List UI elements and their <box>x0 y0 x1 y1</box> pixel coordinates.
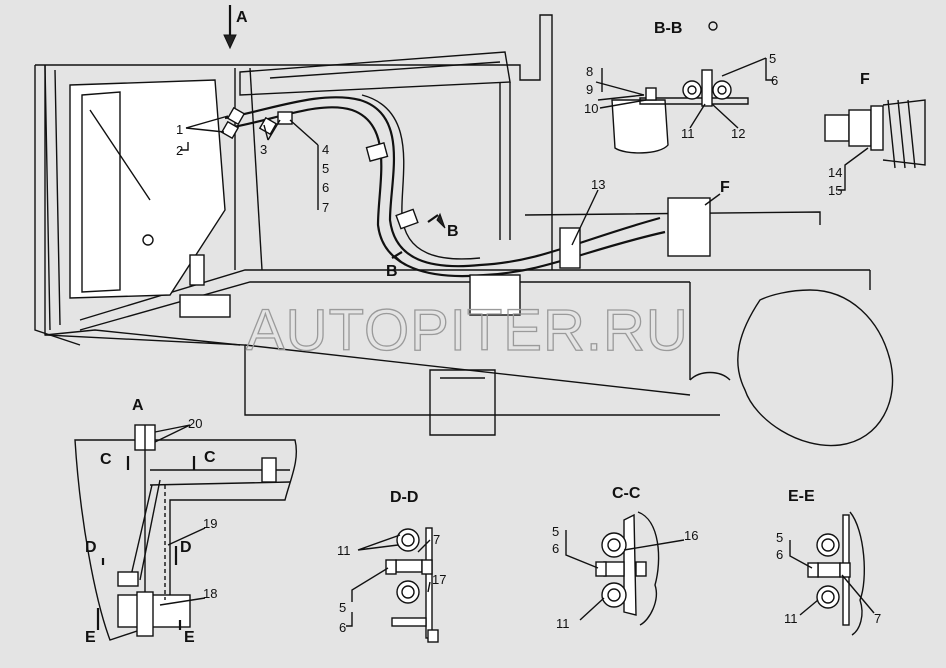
callout-5: 5 <box>339 600 346 615</box>
callout-5: 5 <box>769 51 776 66</box>
section-ee-title: E-E <box>788 488 815 505</box>
callout-9: 9 <box>586 82 593 97</box>
callout-5: 5 <box>776 530 783 545</box>
section-bb-title: B-B <box>654 20 682 37</box>
callout-11: 11 <box>337 543 351 558</box>
section-dd-drawing <box>346 527 439 643</box>
callout-6: 6 <box>322 180 329 195</box>
section-mark-e: E <box>184 629 195 646</box>
detail-f-drawing <box>824 99 926 191</box>
callout-6: 6 <box>552 541 559 556</box>
callout-7: 7 <box>322 200 329 215</box>
callout-8: 8 <box>586 64 593 79</box>
machine-main-view <box>34 5 894 447</box>
callout-11: 11 <box>556 616 570 631</box>
detail-f-marker: F <box>720 179 730 196</box>
callout-11: 11 <box>784 611 798 626</box>
view-a-drawing <box>74 424 297 641</box>
callout-17: 17 <box>432 572 446 587</box>
section-mark-e: E <box>85 629 96 646</box>
section-mark-b: B <box>386 263 398 280</box>
callout-6: 6 <box>339 620 346 635</box>
section-mark-d: D <box>85 539 97 556</box>
callout-7: 7 <box>874 611 881 626</box>
callout-20: 20 <box>188 416 202 431</box>
callout-3: 3 <box>260 142 267 157</box>
callout-11: 11 <box>681 126 695 141</box>
callout-15: 15 <box>828 183 842 198</box>
callout-5: 5 <box>322 161 329 176</box>
callout-2: 2 <box>176 143 183 158</box>
callout-13: 13 <box>591 177 605 192</box>
callout-10: 10 <box>584 101 598 116</box>
callout-1: 1 <box>176 122 183 137</box>
section-mark-b: B <box>447 223 459 240</box>
callout-7: 7 <box>433 532 440 547</box>
section-bb-drawing <box>595 21 774 154</box>
view-a-title: A <box>132 397 144 414</box>
callout-16: 16 <box>684 528 698 543</box>
callout-19: 19 <box>203 516 217 531</box>
detail-f-title: F <box>860 71 870 88</box>
callout-4: 4 <box>322 142 329 157</box>
section-dd-title: D-D <box>390 489 418 506</box>
callout-14: 14 <box>828 165 842 180</box>
section-ee-drawing <box>789 511 875 636</box>
watermark: AUTOPITER.RU <box>246 298 689 363</box>
section-mark-c: C <box>100 451 112 468</box>
callout-6: 6 <box>771 73 778 88</box>
callout-18: 18 <box>203 586 217 601</box>
callout-5: 5 <box>552 524 559 539</box>
callout-6: 6 <box>776 547 783 562</box>
section-cc-drawing <box>565 511 685 626</box>
section-mark-d: D <box>180 539 192 556</box>
section-mark-c: C <box>204 449 216 466</box>
section-cc-title: C-C <box>612 485 641 502</box>
view-arrow-label: A <box>236 9 248 26</box>
callout-12: 12 <box>731 126 745 141</box>
